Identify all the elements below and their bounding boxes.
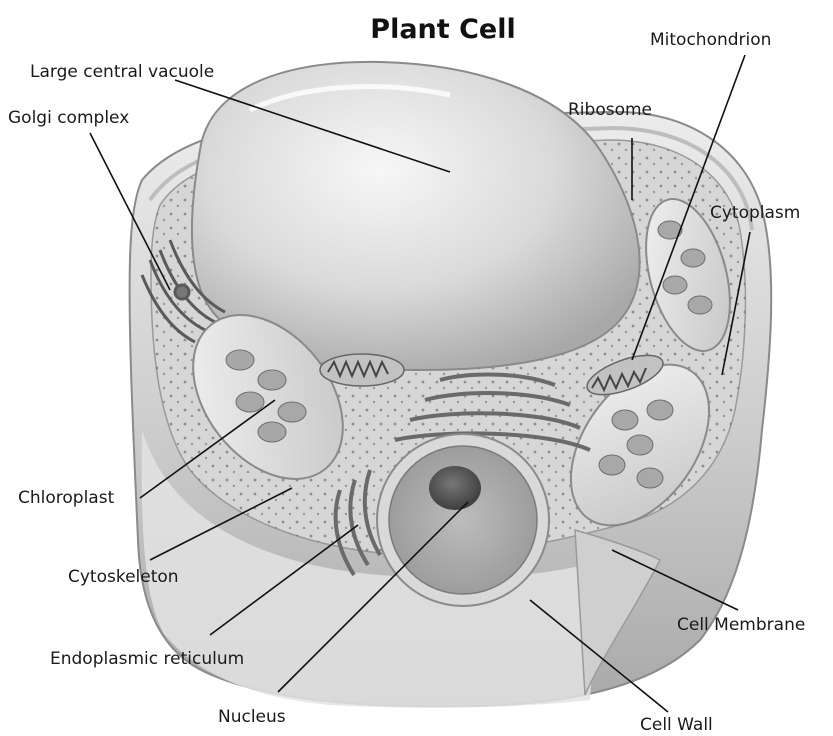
label-cytoplasm: Cytoplasm: [710, 203, 800, 223]
label-cell-membrane: Cell Membrane: [677, 615, 805, 635]
label-golgi-complex: Golgi complex: [8, 108, 129, 128]
cell-illustration: [130, 62, 772, 708]
nucleus-shape: [377, 434, 549, 606]
label-ribosome: Ribosome: [568, 100, 652, 120]
label-mitochondrion: Mitochondrion: [650, 30, 771, 50]
label-cell-wall: Cell Wall: [640, 715, 713, 735]
label-endoplasmic-reticulum: Endoplasmic reticulum: [50, 649, 244, 669]
diagram-title: Plant Cell: [370, 14, 515, 45]
mitochondrion-left-shape: [320, 354, 404, 386]
label-chloroplast: Chloroplast: [18, 488, 115, 508]
label-large-central-vacuole: Large central vacuole: [30, 62, 214, 82]
label-nucleus: Nucleus: [218, 707, 286, 727]
label-cytoskeleton: Cytoskeleton: [68, 567, 179, 587]
